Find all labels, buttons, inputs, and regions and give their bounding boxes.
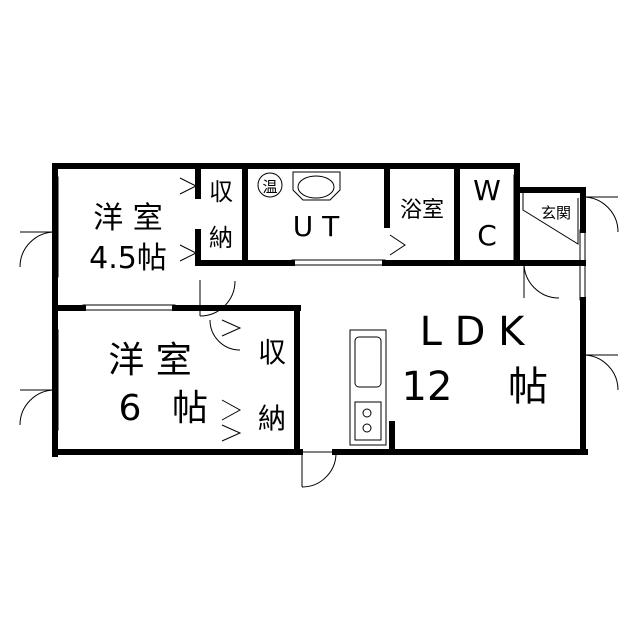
water-heater-label: 温 [262,178,277,196]
ldk-size-num: 12 [402,364,453,410]
utility-label: U T [293,210,340,243]
entrance-label: 玄関 [541,204,571,222]
western-room-small-size: 4.5帖 [89,241,167,276]
western-room-large-size-unit: 帖 [172,388,208,429]
storage-mid-label-2: 納 [258,402,286,435]
storage-top-label-2: 納 [209,224,233,252]
storage-mid-label-1: 収 [258,336,286,369]
toilet-label-2: C [477,219,497,252]
walls [52,163,588,457]
ldk-size-unit: 帖 [508,364,548,410]
western-room-large-label: 洋 室 [108,340,191,381]
fixtures [19,171,619,488]
ldk-label: L D K [420,309,527,355]
western-room-large-size-num: 6 [119,388,142,429]
western-room-small-label: 洋 室 [93,201,163,236]
bathroom-label: 浴室 [400,198,444,223]
storage-top-label-1: 収 [209,178,233,206]
toilet-label-1: W [473,174,501,207]
